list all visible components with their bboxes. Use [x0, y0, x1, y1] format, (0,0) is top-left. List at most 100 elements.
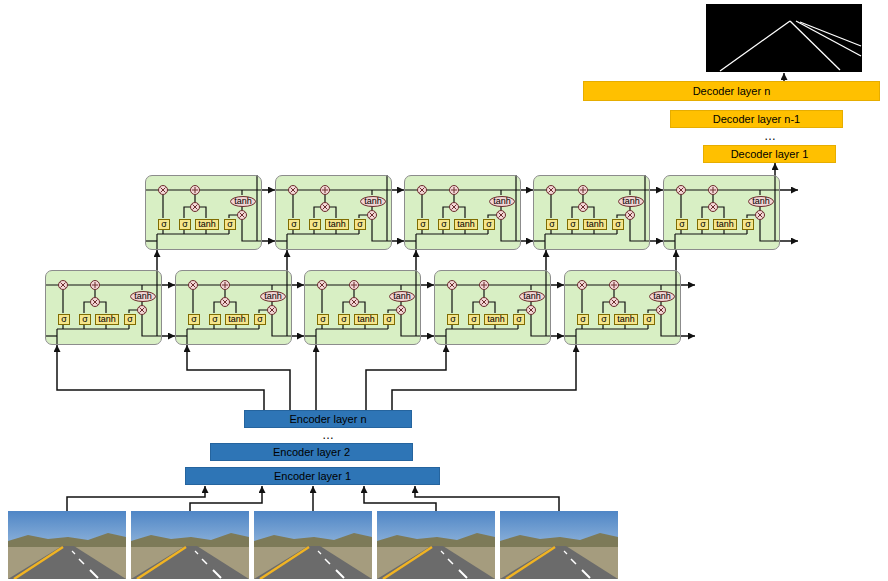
gate-label: σ [486, 220, 492, 229]
connector-arrow [545, 250, 547, 270]
gate-label: tanh [98, 315, 116, 324]
gate-label: σ [386, 315, 392, 324]
layer-label: Encoder layer 2 [273, 444, 350, 460]
gate-label: σ [341, 315, 347, 324]
tanh-activation: tanh [260, 291, 286, 302]
tanh-activation: tanh [489, 196, 515, 207]
gate-label: σ [212, 315, 218, 324]
oval-shape [131, 292, 156, 302]
gate-label: σ [320, 315, 326, 324]
tanh-activation: tanh [618, 196, 644, 207]
lstm-cell-body [434, 270, 551, 345]
lane-lines [720, 21, 861, 71]
frame-input-wire [67, 486, 205, 511]
gate-layer: σ [288, 219, 300, 230]
gate-label: σ [61, 315, 67, 324]
tanh-activation: tanh [649, 291, 675, 302]
gate-layer: σ [224, 219, 236, 230]
gate-layer: σ [58, 314, 70, 325]
gate-label: σ [745, 220, 751, 229]
lstm-cell-body [45, 270, 162, 345]
gate-layer: tanh [325, 219, 349, 230]
lstm-cell-body [533, 175, 650, 250]
gate-label: tanh [228, 315, 246, 324]
lstm-cell-body [145, 175, 262, 250]
layer-label: Decoder layer n-1 [713, 111, 800, 127]
gate-label: σ [127, 315, 133, 324]
lstm-cell-body [275, 175, 392, 250]
gate-label: σ [580, 315, 586, 324]
gate-layer: σ [567, 219, 579, 230]
gate-layer: σ [158, 219, 170, 230]
gate-label: σ [450, 315, 456, 324]
gate-layer: tanh [354, 314, 378, 325]
gate-label: tanh [457, 220, 475, 229]
gate-label: tanh [328, 220, 346, 229]
oval-shape [490, 197, 515, 207]
connector-arrow [675, 250, 677, 270]
gate-label: σ [312, 220, 318, 229]
lstm-cell: tanhσσtanhσ [564, 270, 681, 345]
layer-label: Decoder layer 1 [731, 146, 809, 162]
gate-label: σ [82, 315, 88, 324]
connector-arrow [262, 189, 275, 191]
gate-layer: σ [438, 219, 450, 230]
gate-layer: σ [317, 314, 329, 325]
connector-arrow [392, 240, 404, 242]
layer-label: Encoder layer 1 [274, 468, 351, 484]
gate-layer: σ [179, 219, 191, 230]
lstm-cell: tanh σ σ tanh σ [45, 270, 162, 345]
decoder-layer: Decoder layer 1 [703, 145, 836, 163]
road-frame [254, 511, 372, 579]
gate-layer: σ [577, 314, 589, 325]
gate-layer: σ [468, 314, 480, 325]
gate-label: tanh [586, 220, 604, 229]
gate-layer: σ [612, 219, 624, 230]
gate-label: σ [646, 315, 652, 324]
gate-label: tanh [198, 220, 216, 229]
gate-label: σ [182, 220, 188, 229]
output-wire [783, 73, 785, 81]
gate-label: tanh [393, 291, 411, 302]
connector-arrow [392, 345, 576, 410]
gate-layer: σ [483, 219, 495, 230]
gate-layer: σ [209, 314, 221, 325]
gate-label: σ [161, 220, 167, 229]
road-frame [131, 511, 249, 579]
gate-layer: tanh [195, 219, 219, 230]
lstm-cell-body [175, 270, 292, 345]
tanh-activation: tanh [519, 291, 545, 302]
gate-label: σ [516, 315, 522, 324]
oval-shape [261, 292, 286, 302]
gate-layer: σ [643, 314, 655, 325]
oval-shape [231, 197, 256, 207]
decoder-layer: Decoder layer n-1 [670, 110, 843, 128]
gate-layer: σ [513, 314, 525, 325]
gate-label: σ [357, 220, 363, 229]
connector-arrow [57, 345, 264, 410]
gate-layer: tanh [454, 219, 478, 230]
gate-label: σ [227, 220, 233, 229]
lstm-cell: tanhσσtanhσ [275, 175, 392, 250]
gate-layer: tanh [95, 314, 119, 325]
lstm-cell: tanhσσtanhσ [434, 270, 551, 345]
lstm-cell: tanhσσtanhσ [533, 175, 650, 250]
lstm-cell: tanhσσtanhσ [175, 270, 292, 345]
gate-label: σ [291, 220, 297, 229]
gate-label: σ [191, 315, 197, 324]
tanh-activation: tanh [130, 291, 156, 302]
layer-label: Encoder layer n [289, 411, 366, 427]
gate-layer: tanh [713, 219, 737, 230]
gate-layer: σ [742, 219, 754, 230]
gate-layer: σ [124, 314, 136, 325]
connector-arrow [366, 345, 446, 410]
gate-label: σ [570, 220, 576, 229]
connector-arrow [286, 250, 288, 270]
gate-layer: tanh [583, 219, 607, 230]
gate-layer: σ [188, 314, 200, 325]
encoder-layer: Encoder layer 2 [210, 443, 413, 461]
gate-label: tanh [493, 196, 511, 207]
connector-arrow [315, 345, 317, 410]
state-out-wire [780, 189, 798, 191]
oval-shape [520, 292, 545, 302]
